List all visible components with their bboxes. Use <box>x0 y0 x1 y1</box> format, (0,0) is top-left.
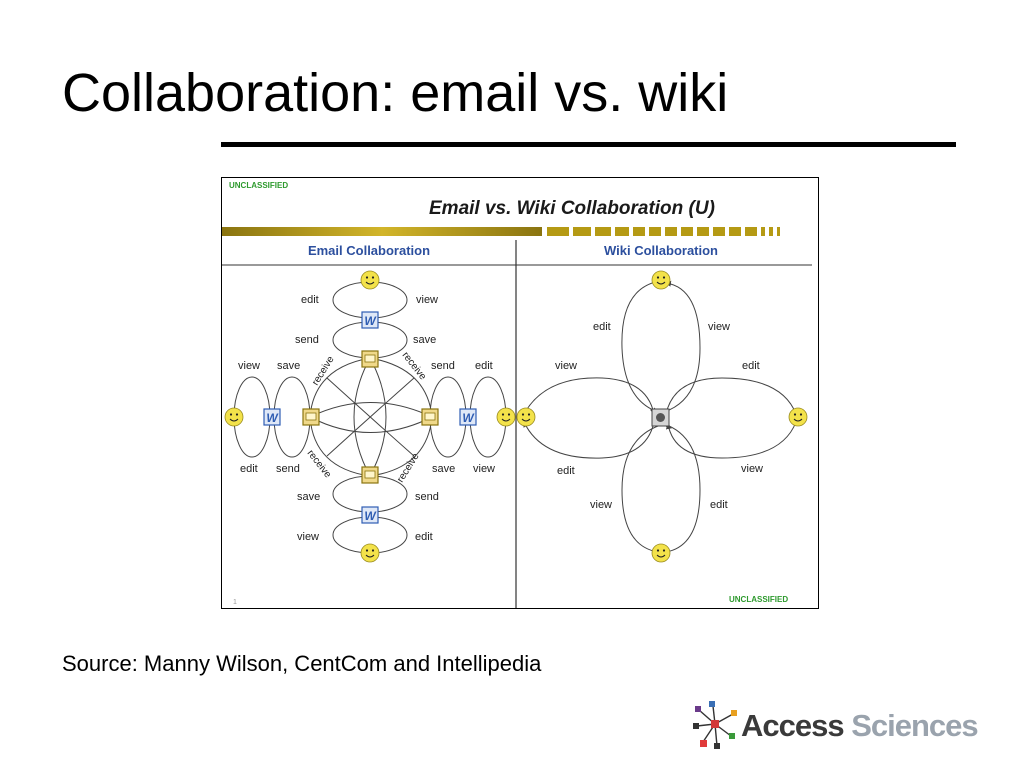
source-citation: Source: Manny Wilson, CentCom and Intell… <box>62 651 542 676</box>
classification-bottom: UNCLASSIFIED <box>729 595 788 604</box>
wiki-label: view <box>708 321 730 333</box>
wiki-label: view <box>741 463 763 475</box>
access-sciences-logo: Access Sciences <box>693 700 983 752</box>
email-vs-wiki-diagram: W UNCLASSIFIED Email vs. Wiki Collaborat… <box>221 177 819 609</box>
wiki-label: edit <box>710 499 728 511</box>
logo-word-sciences: Sciences <box>851 708 978 743</box>
wiki-label: edit <box>742 360 760 372</box>
receive-label: receive <box>310 354 337 388</box>
logo-word-access: Access <box>741 708 845 743</box>
email-label: send <box>295 334 319 346</box>
email-label: save <box>297 491 320 503</box>
wiki-label: view <box>555 360 577 372</box>
email-label: send <box>276 463 300 475</box>
email-label: send <box>415 491 439 503</box>
email-label: edit <box>475 360 493 372</box>
email-label: send <box>431 360 455 372</box>
email-label: save <box>432 463 455 475</box>
page-number: 1 <box>233 599 237 606</box>
email-label: view <box>297 531 319 543</box>
wiki-label: view <box>590 499 612 511</box>
email-label: view <box>416 294 438 306</box>
email-label: view <box>238 360 260 372</box>
email-label: save <box>277 360 300 372</box>
email-heading: Email Collaboration <box>308 243 430 258</box>
email-label: edit <box>415 531 433 543</box>
email-label: edit <box>301 294 319 306</box>
slide-title: Collaboration: email vs. wiki <box>62 63 729 123</box>
email-label: save <box>413 334 436 346</box>
classification-top: UNCLASSIFIED <box>229 181 288 190</box>
wiki-label: edit <box>593 321 611 333</box>
wiki-label: edit <box>557 465 575 477</box>
email-label: view <box>473 463 495 475</box>
title-underline <box>221 142 956 147</box>
diagram-title: Email vs. Wiki Collaboration (U) <box>429 198 715 219</box>
wiki-heading: Wiki Collaboration <box>604 243 718 258</box>
receive-label: receive <box>305 448 334 481</box>
email-label: edit <box>240 463 258 475</box>
